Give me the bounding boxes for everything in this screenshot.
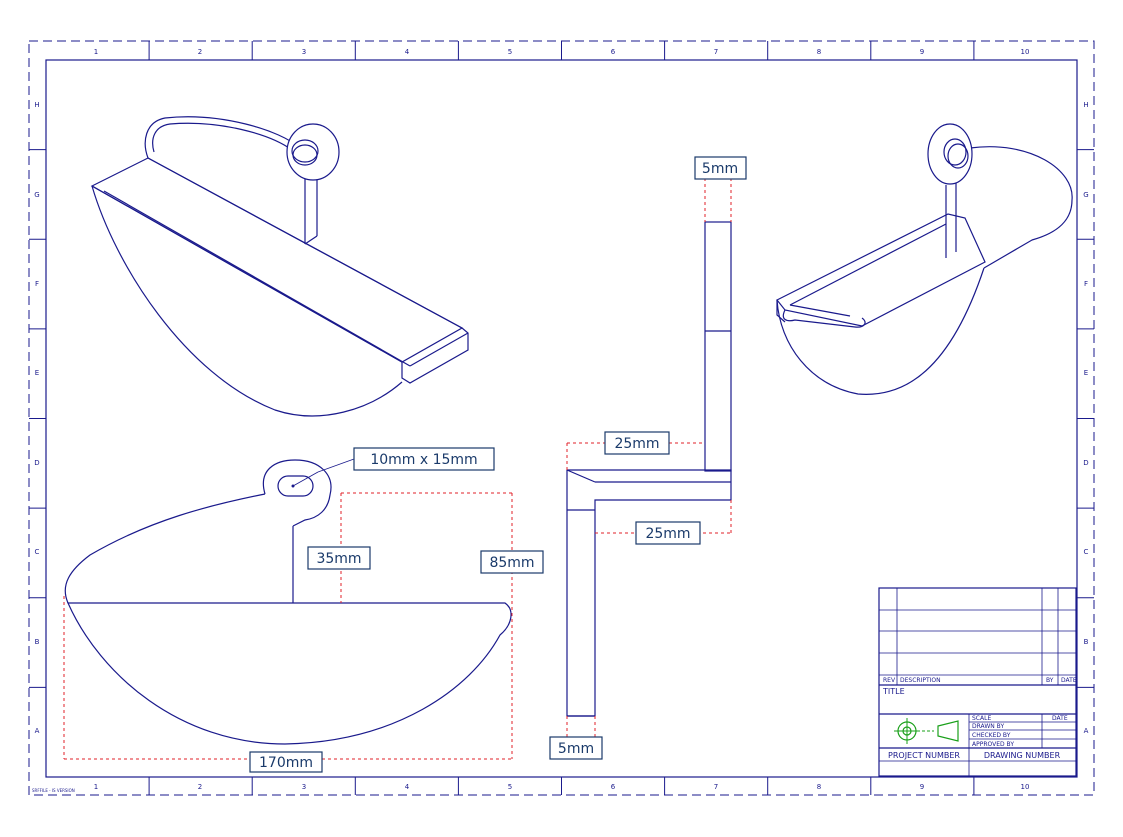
- tb-project-number: PROJECT NUMBER: [888, 751, 960, 760]
- dim-top-width: 5mm: [694, 156, 747, 180]
- zone-col-7: 7: [714, 48, 718, 56]
- sheet-footnote: SRFFILE - IS VERSION: [32, 788, 75, 793]
- tb-description: DESCRIPTION: [900, 677, 941, 684]
- dim-bottom-width-label: 5mm: [558, 741, 594, 757]
- zone-row-a-right: A: [1084, 727, 1089, 735]
- zone-row-d: D: [34, 459, 39, 467]
- dim-bottom-width: 5mm: [549, 736, 603, 760]
- isometric-view-right: [776, 123, 1073, 395]
- sheet-border: [28, 40, 1095, 796]
- tb-title: TITLE: [882, 687, 905, 696]
- tb-checked-by: CHECKED BY: [972, 732, 1011, 739]
- zone-col-8: 8: [817, 48, 821, 56]
- tb-drawn-by: DRAWN BY: [972, 723, 1004, 730]
- tb-date: DATE: [1061, 677, 1077, 684]
- zone-row-d-right: D: [1083, 459, 1088, 467]
- dim-upper-offset: 25mm: [604, 431, 670, 455]
- zone-row-a: A: [35, 727, 40, 735]
- zone-labels-left: H G F E D C B A: [34, 101, 39, 735]
- zone-col-7-bottom: 7: [714, 783, 718, 791]
- dim-height-label: 85mm: [489, 555, 534, 571]
- zone-col-5-bottom: 5: [508, 783, 512, 791]
- zone-col-3: 3: [302, 48, 306, 56]
- zone-row-f-right: F: [1084, 280, 1088, 288]
- tb-scale: SCALE: [972, 715, 991, 722]
- zone-col-4-bottom: 4: [405, 783, 410, 791]
- zone-col-5: 5: [508, 48, 512, 56]
- dim-upper-offset-label: 25mm: [614, 436, 659, 452]
- tb-drawing-number: DRAWING NUMBER: [984, 751, 1061, 760]
- projection-symbol: [894, 718, 959, 744]
- zone-row-b-right: B: [1084, 638, 1089, 646]
- zone-row-c: C: [35, 548, 40, 556]
- title-block: REV DESCRIPTION BY DATE TITLE SCALE DATE…: [878, 587, 1077, 777]
- zone-col-1: 1: [94, 48, 98, 56]
- tb-rev: REV: [883, 677, 896, 684]
- zone-col-6: 6: [611, 48, 616, 56]
- dim-slot: 10mm x 15mm: [353, 447, 495, 471]
- dim-shank: 35mm: [307, 546, 371, 570]
- front-view: [64, 459, 512, 745]
- zone-col-10: 10: [1021, 48, 1030, 56]
- zone-row-c-right: C: [1084, 548, 1089, 556]
- zone-col-2: 2: [198, 48, 202, 56]
- zone-row-g-right: G: [1083, 191, 1088, 199]
- dim-shank-label: 35mm: [316, 551, 361, 567]
- zone-col-4: 4: [405, 48, 410, 56]
- zone-row-e-right: E: [1084, 369, 1088, 377]
- tb-by: BY: [1046, 677, 1054, 684]
- zone-labels-top: 1 2 3 4 5 6 7 8 9 10: [94, 48, 1030, 56]
- dim-width: 170mm: [249, 751, 323, 773]
- zone-labels-bottom: 1 2 3 4 5 6 7 8 9 10: [94, 783, 1030, 791]
- side-view: [566, 221, 732, 717]
- zone-row-b: B: [35, 638, 40, 646]
- zone-row-f: F: [35, 280, 39, 288]
- zone-row-h: H: [34, 101, 39, 109]
- zone-labels-right: H G F E D C B A: [1083, 101, 1088, 735]
- zone-col-3-bottom: 3: [302, 783, 306, 791]
- zone-row-h-right: H: [1083, 101, 1088, 109]
- dim-height: 85mm: [480, 550, 544, 574]
- zone-col-9: 9: [920, 48, 924, 56]
- dim-top-width-label: 5mm: [702, 161, 738, 177]
- zone-col-8-bottom: 8: [817, 783, 821, 791]
- zone-col-1-bottom: 1: [94, 783, 98, 791]
- dim-lower-offset: 25mm: [635, 521, 701, 545]
- dim-slot-label: 10mm x 15mm: [370, 452, 477, 468]
- dim-lower-offset-label: 25mm: [645, 526, 690, 542]
- tb-date2: DATE: [1052, 715, 1068, 722]
- zone-col-6-bottom: 6: [611, 783, 616, 791]
- zone-row-e: E: [35, 369, 39, 377]
- zone-col-2-bottom: 2: [198, 783, 202, 791]
- isometric-view-left: [90, 116, 469, 417]
- zone-col-10-bottom: 10: [1021, 783, 1030, 791]
- zone-row-g: G: [34, 191, 39, 199]
- dim-width-label: 170mm: [259, 755, 313, 771]
- tb-approved-by: APPROVED BY: [972, 741, 1014, 748]
- zone-col-9-bottom: 9: [920, 783, 924, 791]
